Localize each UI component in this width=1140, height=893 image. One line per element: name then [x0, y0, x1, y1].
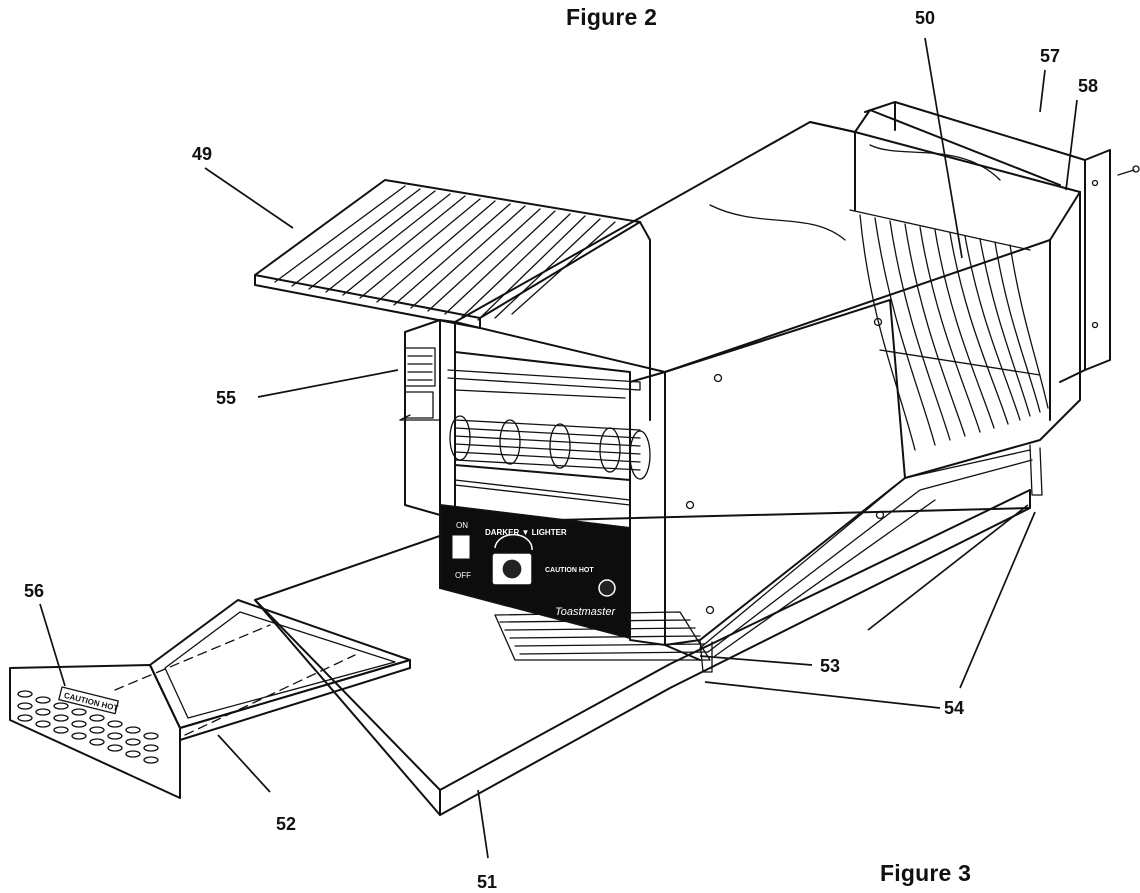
caution-hot-label — [58, 686, 119, 715]
callout-55: 55 — [216, 388, 236, 408]
callout-52: 52 — [276, 814, 296, 834]
conveyor-belt — [449, 415, 651, 480]
callout-53: 53 — [820, 656, 840, 676]
callout-56: 56 — [24, 581, 44, 601]
crumb-tray: CAUTION HOT — [9, 599, 411, 799]
callout-54: 54 — [944, 698, 964, 718]
top-wire-rack — [254, 179, 651, 421]
figure-3-title: Figure 3 — [880, 860, 972, 886]
data-plate — [404, 347, 436, 419]
power-switch — [451, 534, 471, 560]
darker-lighter-label: DARKER ▼ LIGHTER — [485, 528, 567, 537]
callout-57: 57 — [1040, 46, 1060, 66]
indicator-light — [598, 579, 616, 597]
brand-label: Toastmaster — [555, 606, 616, 618]
leader-lines — [39, 37, 1078, 859]
rear-screw — [1117, 165, 1140, 176]
curved-conveyor-wires — [849, 209, 1049, 451]
callout-58: 58 — [1078, 76, 1098, 96]
callout-labels: 49 50 51 52 53 54 55 56 57 58 — [24, 8, 1098, 892]
callout-50: 50 — [915, 8, 935, 28]
figure-2-title: Figure 2 — [566, 4, 658, 30]
side-screws — [685, 317, 885, 615]
front-vent-slots — [17, 690, 159, 764]
callout-49: 49 — [192, 144, 212, 164]
off-label: OFF — [455, 571, 471, 580]
rear-housing — [699, 109, 1081, 657]
on-label: ON — [456, 521, 468, 530]
callout-51: 51 — [477, 872, 497, 892]
rear-cover-plate — [864, 101, 1111, 383]
control-panel: ON OFF DARKER ▼ LIGHTER CAUTION HOT Toas… — [439, 503, 631, 640]
caution-hot-panel-label: CAUTION HOT — [545, 567, 594, 574]
